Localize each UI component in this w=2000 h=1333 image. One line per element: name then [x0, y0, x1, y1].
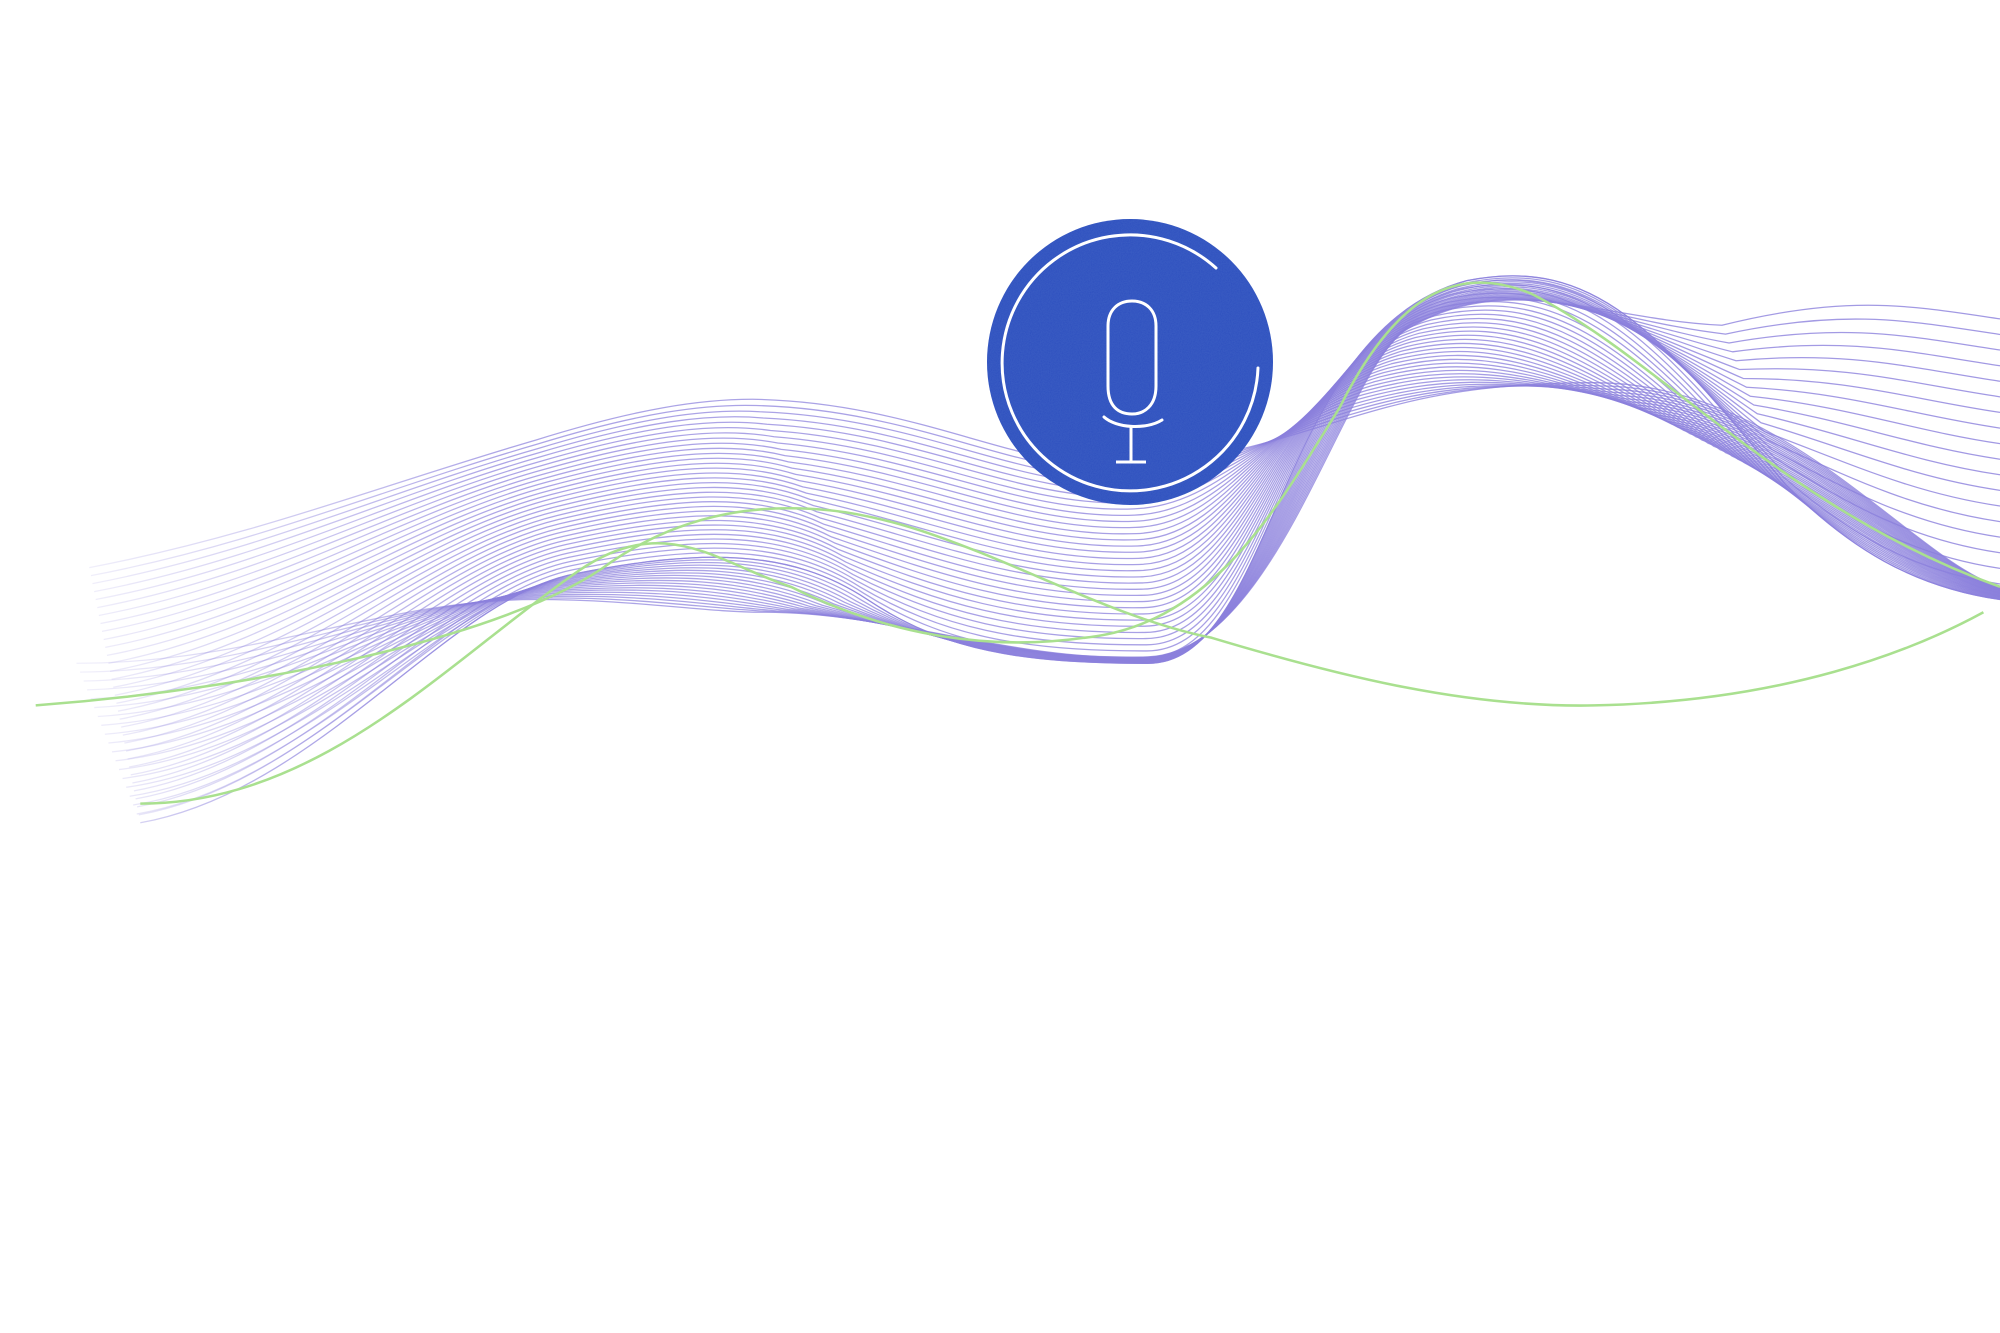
wave-line: [122, 322, 2000, 736]
wave-line: [106, 362, 2000, 657]
wave-line: [100, 376, 2000, 625]
wave-line: [125, 313, 2000, 752]
wave-line: [130, 300, 2000, 776]
wave-line: [101, 373, 2000, 633]
wave-line: [76, 299, 2000, 664]
microphone-icon: [987, 219, 1273, 505]
wave-line: [133, 292, 2000, 792]
wave-line: [137, 283, 2000, 808]
wave-line: [119, 330, 2000, 720]
wave-line: [127, 309, 2000, 760]
wave-line: [124, 317, 2000, 744]
wave-lines: [76, 275, 2000, 824]
wave-highlight-line: [35, 506, 1985, 707]
microphone-button[interactable]: [986, 218, 1274, 506]
wave-line: [121, 326, 2000, 728]
wave-line: [117, 334, 2000, 712]
wave-highlight-line: [140, 281, 2000, 805]
wave-line: [132, 296, 2000, 784]
wave-line: [116, 338, 2000, 704]
